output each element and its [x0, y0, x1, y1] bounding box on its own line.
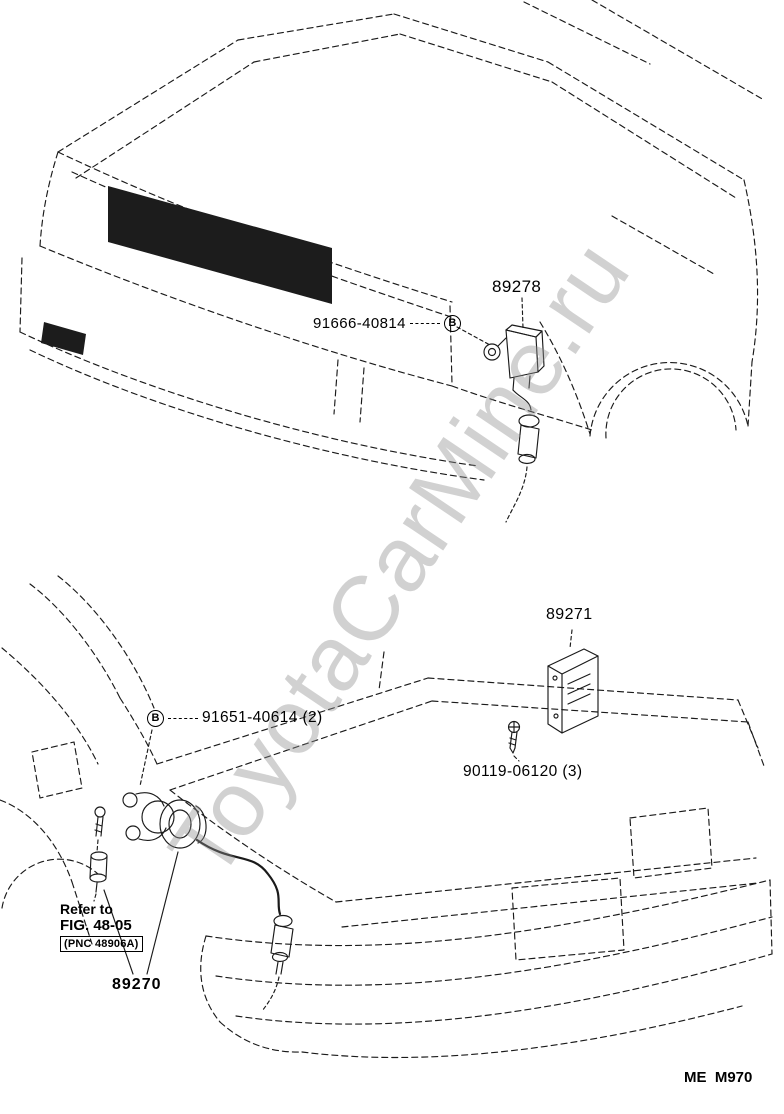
- front-sensor-part-89278: [483, 324, 545, 523]
- rear-leader-lines: [103, 629, 573, 975]
- reference-note-line1: Refer to: [60, 901, 113, 917]
- leader-dash: [168, 717, 198, 719]
- rear-car-outline: [0, 575, 773, 1059]
- fastener-label-91651: 91651-40614 (2): [202, 709, 323, 726]
- front-leader-lines: [456, 297, 524, 346]
- leader-dash: [409, 323, 440, 324]
- part-label-89270: 89270: [112, 976, 162, 993]
- part-label-89271: 89271: [546, 606, 593, 623]
- screw-label-90119: 90119-06120 (3): [463, 763, 583, 780]
- fastener-label-91666: 91666-40814: [313, 315, 406, 332]
- rear-sensor-part-89270: [122, 792, 294, 1012]
- ecu-part-89271: [547, 648, 599, 734]
- screw-part-90119: [507, 720, 521, 754]
- fastener-callout-91651: B 91651-40614 (2): [147, 709, 323, 727]
- front-grille-shading: [41, 186, 332, 355]
- reference-note: Refer to FIG. 48-05 (PNC 48906A): [60, 901, 143, 952]
- figure-code: ME M970: [684, 1069, 753, 1086]
- part-label-89278: 89278: [492, 277, 542, 296]
- fastener-marker-b-icon: B: [443, 315, 461, 332]
- reference-note-pnc-box: (PNC 48906A): [60, 936, 143, 952]
- fastener-callout-91666: 91666-40814 B: [313, 315, 461, 332]
- fastener-marker-b-icon: B: [147, 709, 164, 727]
- rear-bolt-part: [89, 806, 108, 902]
- reference-note-line2: FIG. 48-05: [60, 917, 132, 934]
- front-car-outline: [19, 0, 765, 481]
